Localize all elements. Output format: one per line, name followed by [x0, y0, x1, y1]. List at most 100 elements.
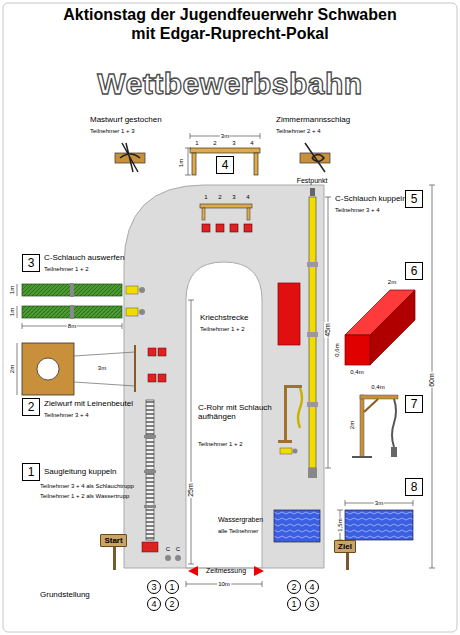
crawl-tunnel: [278, 283, 300, 345]
annotation-text: Teilnehmer 3 + 4: [335, 207, 380, 214]
timing-arrows: [254, 566, 264, 576]
dimension-lines: [17, 284, 18, 395]
annotation-text: 0,6m: [334, 343, 341, 356]
suction-hose: [165, 555, 171, 561]
node-text: 5: [411, 193, 418, 205]
participant-circle: 2: [287, 580, 301, 594]
c-hose-line: [307, 402, 318, 407]
station-4-drawing: [185, 133, 260, 175]
node-text: 4: [222, 159, 229, 171]
node-text: 1: [291, 600, 296, 609]
node-text: 3: [151, 583, 156, 592]
station-4-drawing: [254, 153, 258, 175]
station-3-hoses: [70, 305, 74, 319]
station-number-box: 1: [22, 463, 40, 481]
annotation-text: Saugleitung kuppeln: [44, 467, 117, 476]
annotation-text: Zimmermannsschlag: [276, 115, 350, 124]
c-hose-line: [310, 188, 315, 196]
suction-hose: [175, 555, 181, 561]
target-throw: [37, 358, 59, 380]
annotation-text: Teilnehmer 1 + 2: [198, 441, 243, 448]
annotation-text: Teilnehmer 2 + 4: [276, 128, 321, 135]
station-number-box: 4: [216, 156, 234, 174]
node-text: 2: [28, 401, 35, 413]
water-ditch: [274, 510, 413, 542]
track-bench: [244, 224, 252, 232]
small-gallows: [278, 440, 292, 443]
station-3-hoses: [126, 308, 138, 316]
gallows-7: [391, 447, 397, 457]
station-3-hoses: [139, 309, 145, 315]
station-3-hoses: [139, 287, 145, 293]
track-bench: [200, 204, 252, 208]
track-bench: [202, 224, 210, 232]
node-text: 2: [291, 583, 296, 592]
dimension-lines: [337, 510, 343, 540]
annotation-text: Grundstellung: [40, 590, 90, 599]
gallows-7: [392, 399, 396, 447]
annotation-text: Teilnehmer 3 + 4 als Schlauchtrupp: [40, 483, 134, 490]
node-text: 6: [411, 265, 418, 277]
track-bench: [230, 224, 238, 232]
annotation-text: 0,4m: [350, 369, 363, 376]
annotation-text: Mastwurf gestochen: [90, 115, 162, 124]
small-gallows: [298, 388, 302, 428]
small-gallows: [284, 385, 287, 440]
dimension-label: 1,5m: [337, 517, 344, 532]
target-throw: [158, 374, 166, 382]
annotation-text: 2m: [9, 365, 16, 373]
track: [124, 185, 324, 568]
crawl-box: [345, 290, 415, 365]
sign-posts: [346, 552, 349, 570]
suction-hose: [144, 435, 156, 438]
page-title: Aktionstag der Jugendfeuerwehr Schwaben …: [55, 5, 405, 43]
annotation-text: Zeitmessung: [206, 567, 246, 575]
participant-circle: 4: [147, 597, 161, 611]
node-text: 4: [309, 583, 314, 592]
page-frame: [3, 3, 457, 632]
node-text: 2: [169, 600, 174, 609]
annotation-text: 2m: [349, 421, 356, 429]
participant-circle: 1: [165, 580, 179, 594]
station-4-drawing: [190, 148, 260, 153]
annotation-text: 3m: [98, 365, 106, 372]
annotation-text: Zielwurf mit Leinenbeutel: [44, 399, 133, 408]
annotation-text: 0,4m: [371, 384, 384, 391]
crawl-box: [345, 335, 370, 365]
node-text: 4: [151, 600, 156, 609]
crawl-box: [370, 290, 415, 365]
target-throw: [74, 352, 135, 386]
annotation-text: 1: [195, 140, 198, 147]
suction-hose: [142, 400, 181, 561]
c-hose-line: [307, 332, 318, 337]
track-bench: [247, 208, 250, 220]
annotation-text: alle Teilnehmer: [218, 528, 258, 535]
page-frame: [3, 3, 457, 632]
station-4-drawing: [190, 133, 260, 139]
c-hose-line: [308, 468, 317, 478]
annotation-text: Teilnehmer 1 + 2: [200, 326, 245, 333]
small-gallows: [284, 385, 302, 388]
participant-circle: 3: [147, 580, 161, 594]
annotation-text: 4: [250, 140, 253, 147]
knot-icons: [305, 143, 325, 172]
annotation-text: C-Schlauch auswerfen: [44, 253, 124, 262]
small-gallows: [278, 385, 302, 454]
station-3-hoses: [126, 286, 138, 294]
node-text: Start: [104, 537, 122, 545]
annotation-text: Wassergraben: [218, 516, 263, 524]
node-text: 1: [28, 466, 35, 478]
annotation-text: Teilnehmer 1 + 2 als Wassertrupp: [40, 493, 129, 500]
suction-hose: [144, 470, 156, 473]
dimension-label: 3m: [220, 133, 230, 140]
station-3-hoses: [22, 284, 122, 296]
target-throw: [148, 374, 156, 382]
target-throw: [22, 343, 74, 395]
sign-posts: [113, 546, 349, 570]
participant-circle: 2: [165, 597, 179, 611]
station-number-box: 5: [405, 190, 423, 208]
station-number-box: 3: [22, 254, 40, 272]
station-number-box: 2: [22, 398, 40, 416]
dimension-lines: [345, 500, 413, 506]
station-3-hoses: [22, 306, 122, 318]
